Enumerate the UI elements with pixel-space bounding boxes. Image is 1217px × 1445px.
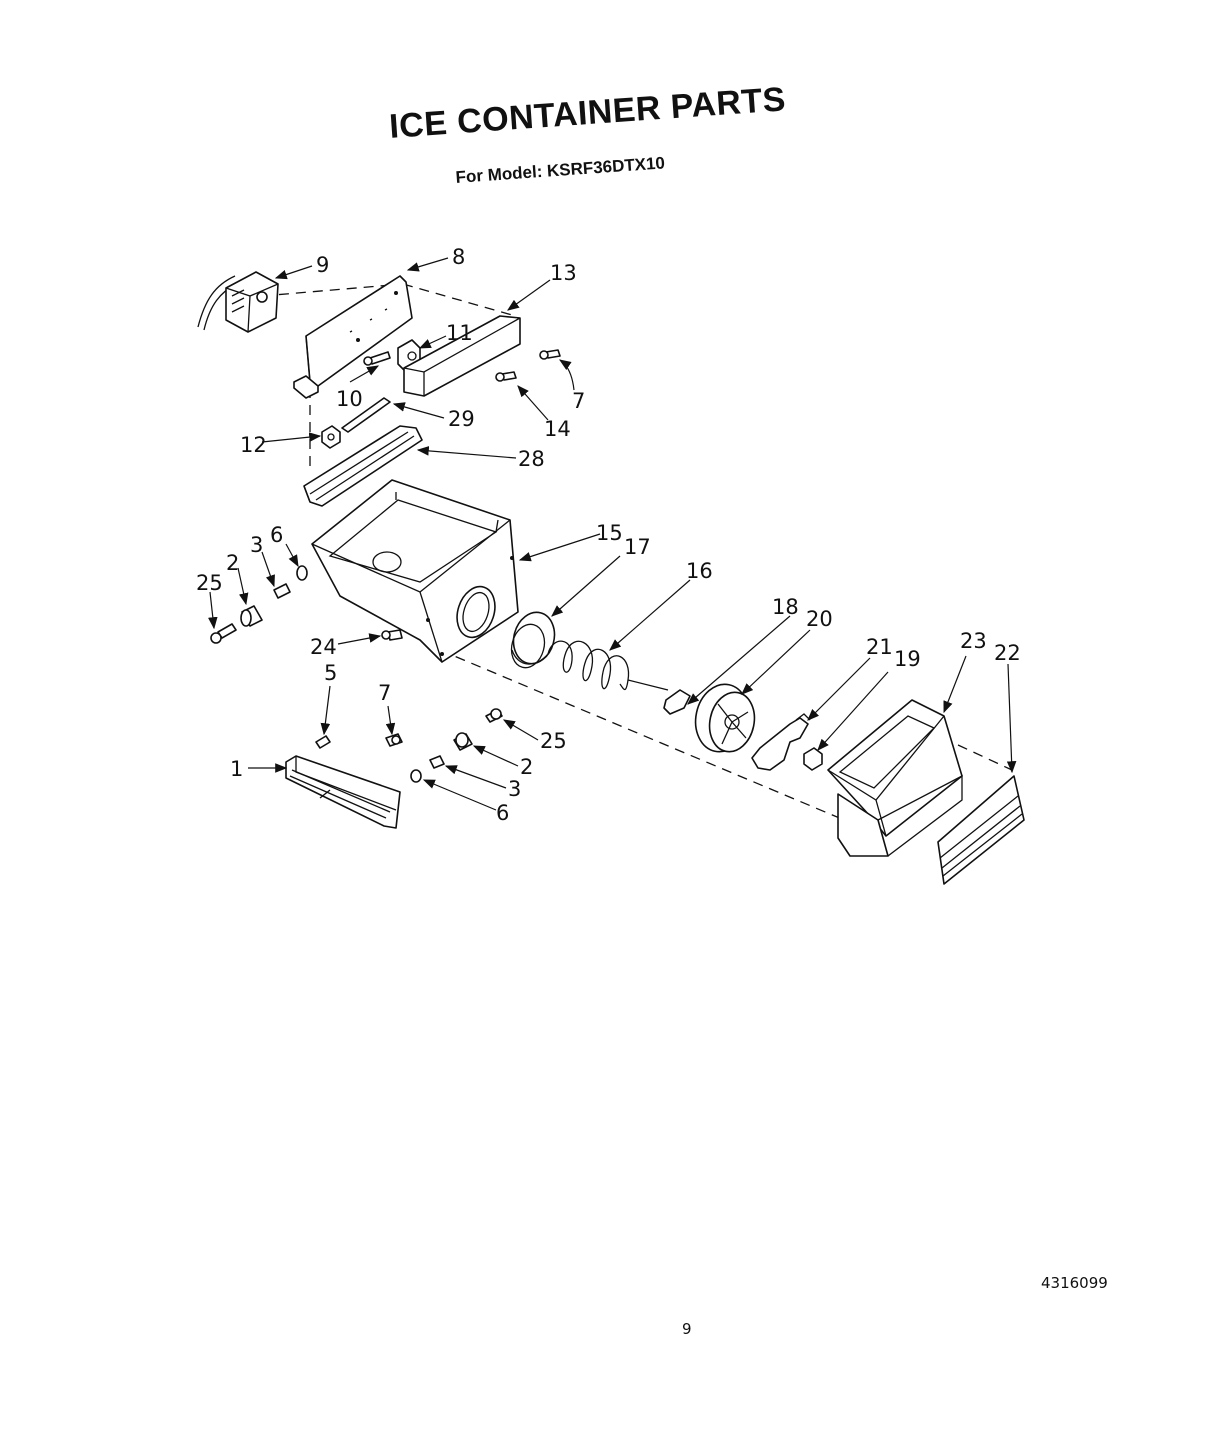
callout-21: 21 <box>866 635 893 659</box>
callout-12: 12 <box>240 433 267 457</box>
part-29-rod <box>341 397 391 433</box>
callout-20: 20 <box>806 607 833 631</box>
callout-2-upper: 2 <box>226 551 239 575</box>
part-1-rail <box>285 755 401 829</box>
part-25-screw-upper <box>210 623 237 644</box>
callout-10: 10 <box>336 387 363 411</box>
part-6-washer-lower <box>410 769 422 783</box>
part-22-front-panel <box>937 775 1025 885</box>
part-18-clip <box>663 689 691 715</box>
callout-13: 13 <box>550 261 577 285</box>
callout-19: 19 <box>894 647 921 671</box>
part-3-spacer-lower <box>429 755 445 769</box>
part-14-screw <box>495 371 517 382</box>
callout-22: 22 <box>994 641 1021 665</box>
part-16-spring <box>547 640 669 691</box>
part-25-screw-lower <box>485 708 503 723</box>
part-19-nut <box>803 747 823 771</box>
part-7-screw-top <box>539 349 561 360</box>
part-28-channel <box>303 425 423 507</box>
part-6-washer-upper <box>296 565 308 581</box>
assembly-guide-lines <box>261 283 1013 831</box>
callout-labels: 9 8 13 11 7 10 29 14 12 28 15 17 6 3 2 2… <box>196 245 1021 825</box>
callout-leaders <box>208 257 1017 811</box>
part-2-bushing-upper <box>240 605 263 627</box>
part-23-bin-front <box>827 699 963 857</box>
part-21-bracket <box>751 713 811 771</box>
callout-6-lower: 6 <box>496 801 509 825</box>
part-9-motor <box>197 271 279 333</box>
callout-7-top: 7 <box>572 389 585 413</box>
part-24-screw <box>381 629 403 641</box>
part-20-wheel <box>694 683 756 753</box>
part-12-nut <box>321 425 341 449</box>
part-17-cup <box>510 611 556 669</box>
part-8-mounting-plate <box>293 275 413 399</box>
callout-18: 18 <box>772 595 799 619</box>
callout-16: 16 <box>686 559 713 583</box>
callout-3-upper: 3 <box>250 533 263 557</box>
callout-17: 17 <box>624 535 651 559</box>
callout-15: 15 <box>596 521 623 545</box>
part-2-bushing-lower <box>453 732 473 751</box>
callout-14: 14 <box>544 417 571 441</box>
part-3-spacer-upper <box>273 583 291 599</box>
callout-8: 8 <box>452 245 465 269</box>
callout-3-lower: 3 <box>508 777 521 801</box>
page-number: 9 <box>682 1320 692 1338</box>
callout-11: 11 <box>446 321 473 345</box>
callout-29: 29 <box>448 407 475 431</box>
callout-9: 9 <box>316 253 329 277</box>
document-number: 4316099 <box>1041 1274 1108 1292</box>
part-13-cover <box>403 315 521 397</box>
part-15-housing <box>311 479 519 663</box>
callout-7-bottom: 7 <box>378 681 391 705</box>
callout-6-upper: 6 <box>270 523 283 547</box>
callout-25-lower: 25 <box>540 729 567 753</box>
part-5-clip <box>315 735 331 749</box>
callout-28: 28 <box>518 447 545 471</box>
callout-24: 24 <box>310 635 337 659</box>
callout-25-upper: 25 <box>196 571 223 595</box>
callout-5: 5 <box>324 661 337 685</box>
callout-23: 23 <box>960 629 987 653</box>
part-7-screw-bottom <box>385 733 403 747</box>
callout-2-lower: 2 <box>520 755 533 779</box>
callout-1: 1 <box>230 757 243 781</box>
part-10-screw <box>363 351 391 366</box>
